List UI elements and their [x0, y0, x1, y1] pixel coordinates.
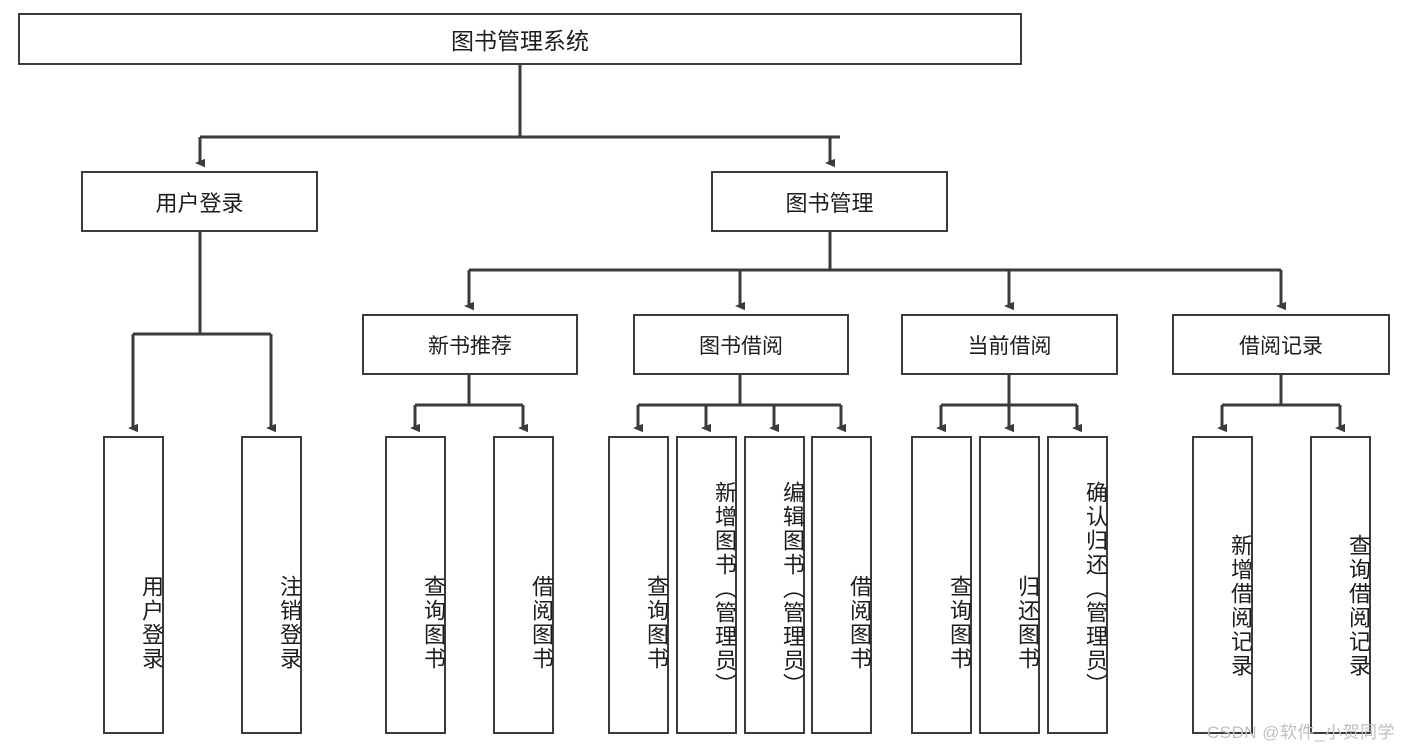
node-current-borrow[interactable]: 当前借阅	[901, 314, 1118, 375]
node-leaf-add-book-label: 新增图书（管理员）	[712, 481, 737, 697]
node-leaf-borrow-book-2-label: 借阅图书	[847, 575, 872, 671]
node-leaf-query-book-1[interactable]: 查询图书	[385, 436, 446, 734]
node-new-book-recommend-label: 新书推荐	[428, 334, 512, 358]
watermark: CSDN @软件_小贺同学	[1206, 723, 1395, 742]
node-leaf-confirm-return-label: 确认归还（管理员）	[1083, 481, 1108, 697]
node-leaf-confirm-return[interactable]: 确认归还（管理员）	[1047, 436, 1108, 734]
node-book-manage[interactable]: 图书管理	[711, 171, 948, 232]
node-leaf-borrow-book-1[interactable]: 借阅图书	[493, 436, 554, 734]
node-leaf-query-book-2[interactable]: 查询图书	[608, 436, 669, 734]
node-leaf-logout-login-label: 注销登录	[277, 575, 302, 671]
node-leaf-return-book[interactable]: 归还图书	[979, 436, 1040, 734]
node-new-book-recommend[interactable]: 新书推荐	[362, 314, 578, 375]
node-leaf-edit-book[interactable]: 编辑图书（管理员）	[744, 436, 805, 734]
node-leaf-logout-login[interactable]: 注销登录	[241, 436, 302, 734]
node-borrow-record[interactable]: 借阅记录	[1172, 314, 1390, 375]
node-leaf-query-record-label: 查询借阅记录	[1346, 534, 1371, 678]
node-current-borrow-label: 当前借阅	[967, 334, 1052, 358]
node-book-borrow-label: 图书借阅	[699, 334, 783, 358]
node-leaf-borrow-book-1-label: 借阅图书	[529, 575, 554, 671]
node-book-manage-label: 图书管理	[785, 190, 874, 216]
node-leaf-add-record[interactable]: 新增借阅记录	[1192, 436, 1253, 734]
node-leaf-user-login[interactable]: 用户登录	[103, 436, 164, 734]
node-user-login[interactable]: 用户登录	[81, 171, 318, 232]
node-user-login-label: 用户登录	[155, 190, 244, 216]
node-leaf-query-book-3[interactable]: 查询图书	[911, 436, 972, 734]
node-leaf-add-book[interactable]: 新增图书（管理员）	[676, 436, 737, 734]
node-leaf-add-record-label: 新增借阅记录	[1228, 534, 1253, 678]
node-leaf-borrow-book-2[interactable]: 借阅图书	[811, 436, 872, 734]
node-leaf-return-book-label: 归还图书	[1015, 575, 1040, 671]
node-leaf-query-record[interactable]: 查询借阅记录	[1310, 436, 1371, 734]
node-leaf-edit-book-label: 编辑图书（管理员）	[780, 481, 805, 697]
node-leaf-query-book-1-label: 查询图书	[421, 575, 446, 671]
node-root[interactable]: 图书管理系统	[18, 13, 1022, 65]
node-leaf-user-login-label: 用户登录	[139, 575, 164, 671]
node-leaf-query-book-2-label: 查询图书	[644, 575, 669, 671]
node-root-label: 图书管理系统	[451, 28, 589, 54]
node-leaf-query-book-3-label: 查询图书	[947, 575, 972, 671]
node-book-borrow[interactable]: 图书借阅	[633, 314, 849, 375]
node-borrow-record-label: 借阅记录	[1239, 334, 1323, 358]
